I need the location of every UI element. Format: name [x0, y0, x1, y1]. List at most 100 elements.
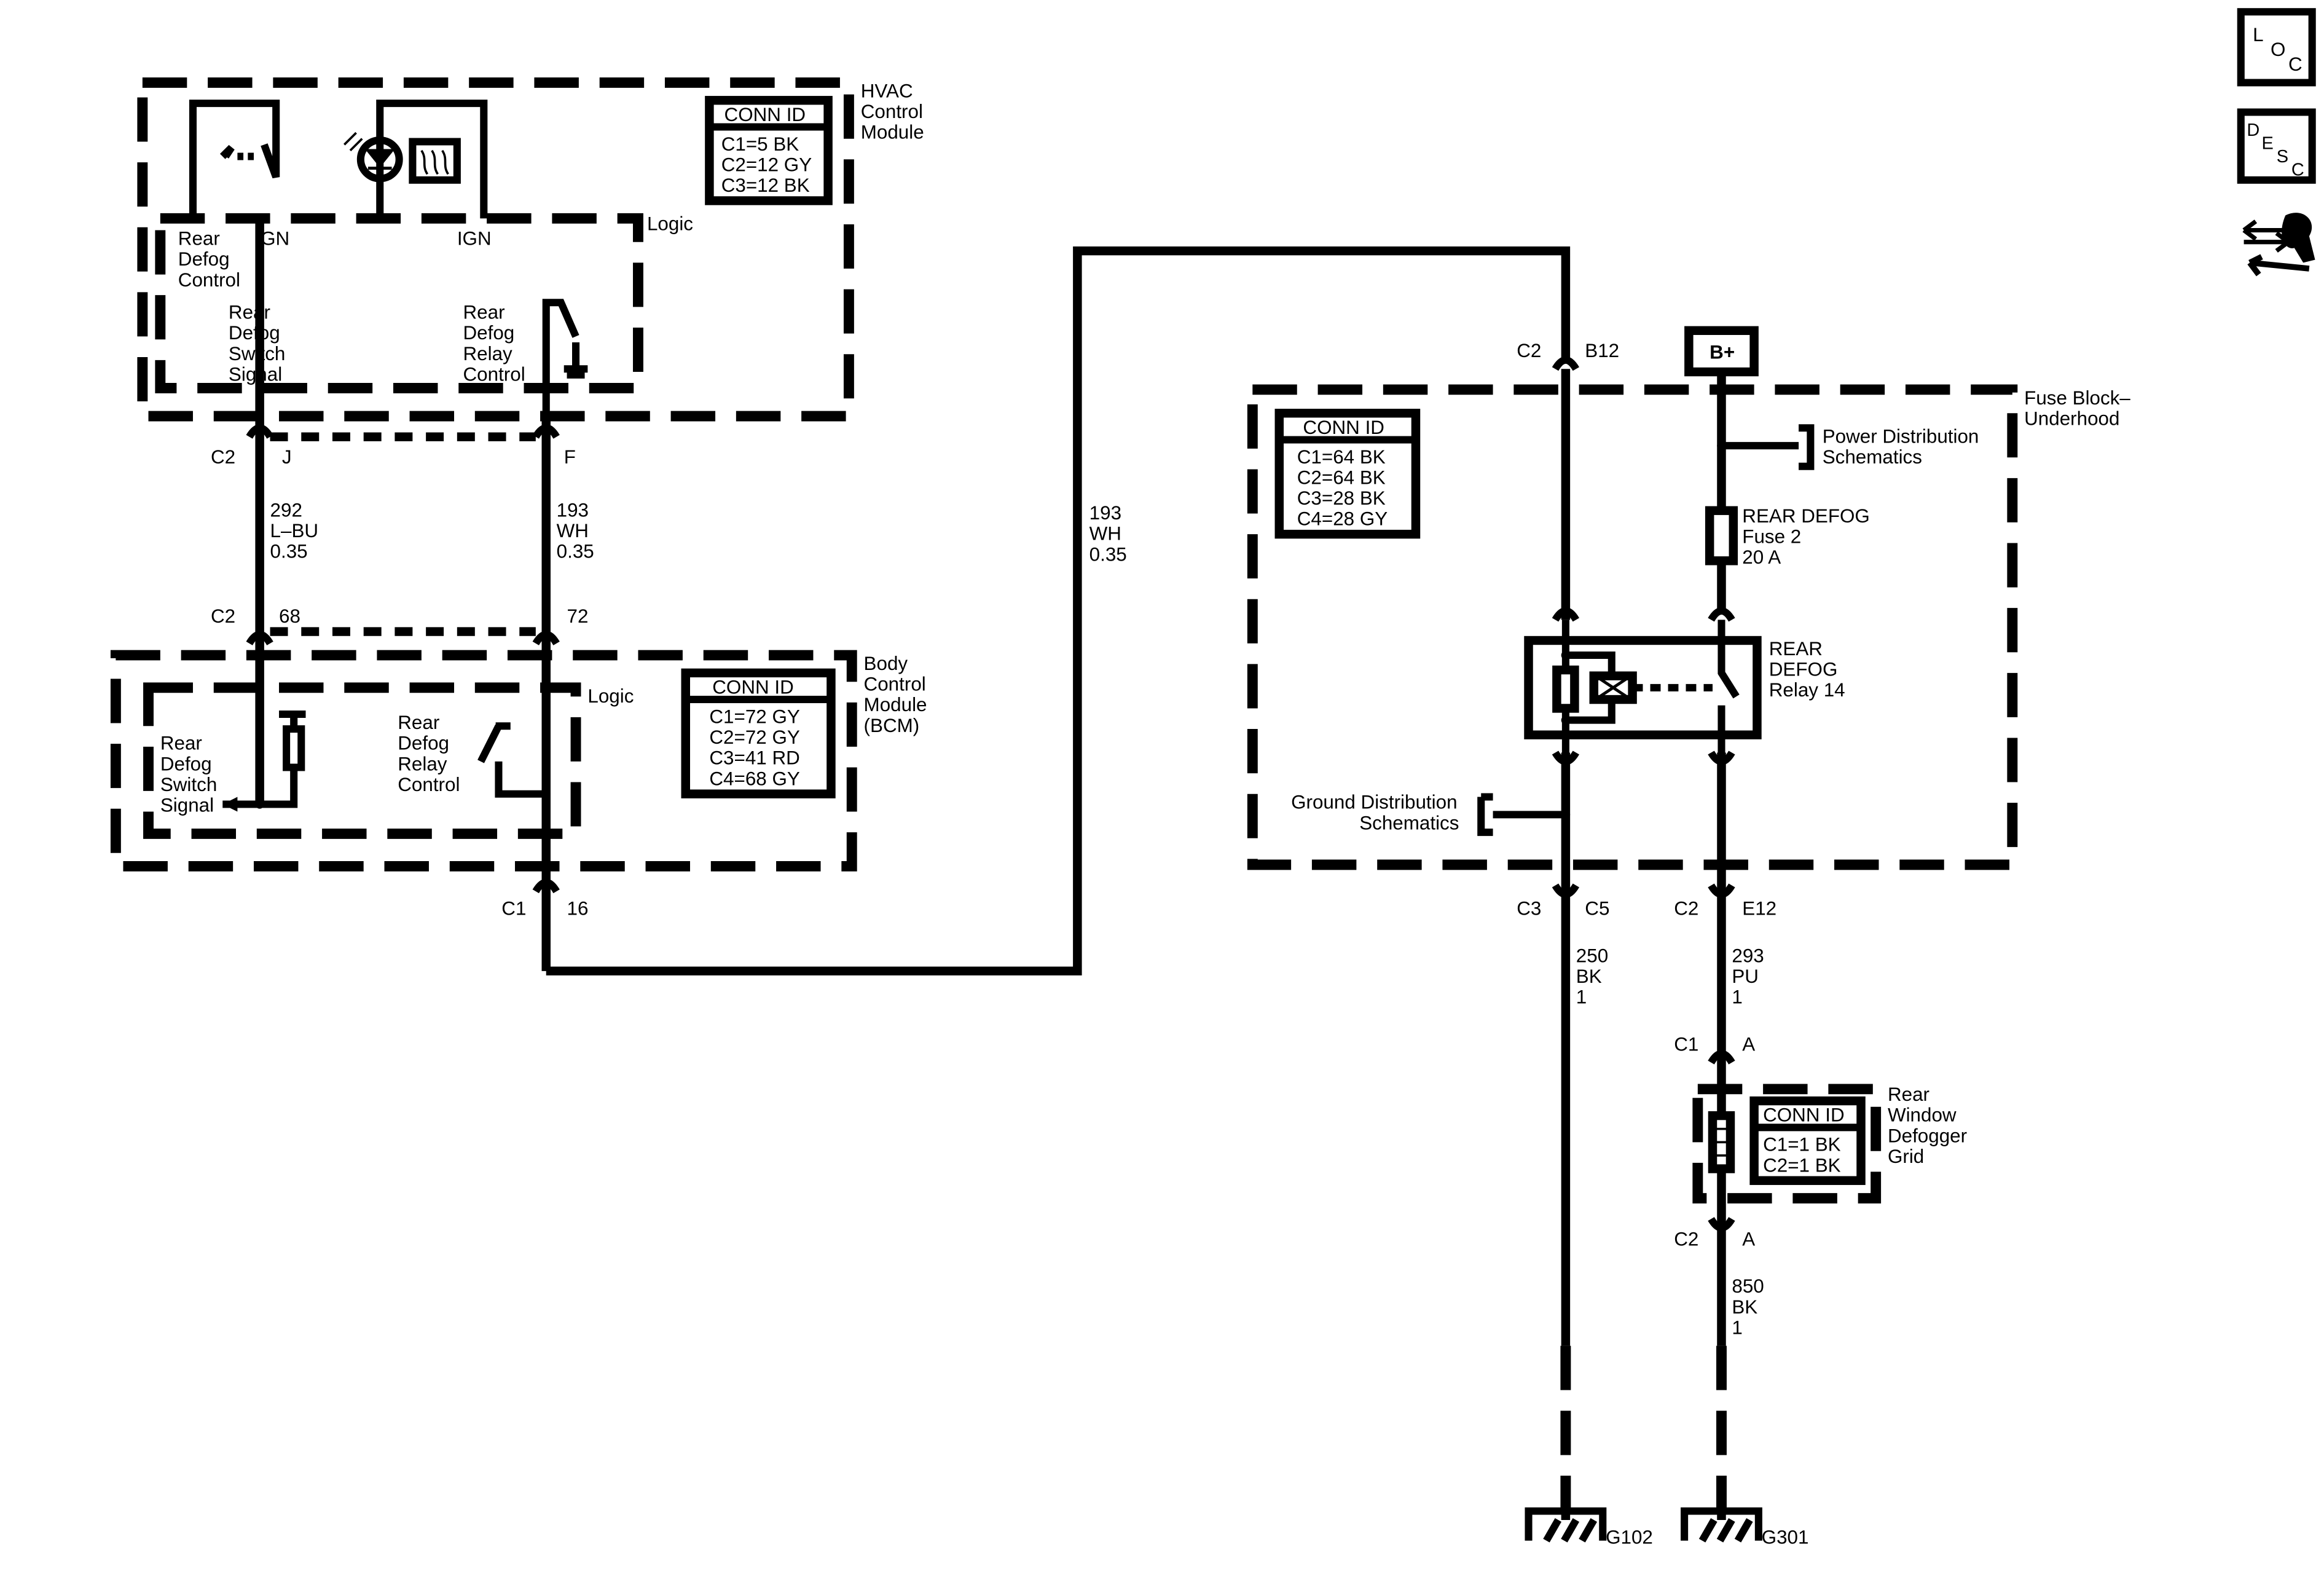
- rear-defog-relay: REAR DEFOG Relay 14: [1524, 607, 1845, 765]
- svg-text:BK: BK: [1732, 1296, 1757, 1318]
- hvac-label-line1: HVAC: [861, 81, 913, 102]
- svg-text:20 A: 20 A: [1742, 546, 1781, 568]
- svg-text:Schematics: Schematics: [1823, 446, 1922, 468]
- svg-text:Schematics: Schematics: [1359, 812, 1459, 833]
- svg-text:850: 850: [1732, 1275, 1764, 1297]
- grid-conn-id-table: CONN ID C1=1 BK C2=1 BK: [1749, 1096, 1866, 1185]
- svg-text:72: 72: [567, 605, 589, 627]
- svg-text:C3=41 RD: C3=41 RD: [709, 747, 799, 769]
- wire-193-wh-upper: F 193 WH 0.35: [532, 416, 594, 971]
- svg-text:Body: Body: [864, 653, 908, 674]
- battery-positive-label: B+: [1684, 326, 1759, 377]
- svg-text:Defog: Defog: [160, 753, 212, 774]
- svg-text:Rear: Rear: [463, 302, 505, 323]
- svg-text:D: D: [2247, 120, 2259, 140]
- svg-text:C2: C2: [1674, 898, 1698, 919]
- svg-text:L: L: [2253, 24, 2263, 45]
- svg-text:C2: C2: [1517, 340, 1541, 361]
- svg-text:C4=68 GY: C4=68 GY: [709, 768, 800, 789]
- svg-text:Module: Module: [864, 694, 927, 715]
- svg-text:E12: E12: [1742, 898, 1776, 919]
- svg-text:Relay: Relay: [463, 343, 513, 364]
- svg-text:C1=72 GY: C1=72 GY: [709, 706, 800, 728]
- svg-text:F: F: [564, 446, 576, 468]
- svg-text:1: 1: [1732, 1317, 1742, 1339]
- svg-text:IGN: IGN: [457, 228, 492, 250]
- svg-text:1: 1: [1576, 986, 1587, 1008]
- svg-text:CONN ID: CONN ID: [712, 677, 794, 698]
- svg-text:CONN ID: CONN ID: [1763, 1105, 1845, 1126]
- hvac-control-module: HVAC Control Module Logic Rear Defog Con…: [137, 77, 924, 422]
- hvac-conn-id-table: CONN ID C1=5 BK C2=12 GY C3=12 BK: [705, 96, 833, 205]
- svg-text:Control: Control: [864, 674, 926, 695]
- wire-850-bk: 850 BK 1: [1732, 1275, 1764, 1338]
- svg-text:C3=12 BK: C3=12 BK: [721, 175, 810, 196]
- svg-text:BK: BK: [1576, 966, 1602, 987]
- wire-250-bk: 250 BK 1: [1576, 945, 1608, 1007]
- svg-text:A: A: [1742, 1228, 1755, 1250]
- svg-text:Logic: Logic: [587, 685, 634, 707]
- rear-window-defogger-grid: C1 A CONN ID C1=1 BK C2=1 BK Rear Window…: [1674, 1034, 1967, 1250]
- svg-text:Ground Distribution: Ground Distribution: [1291, 792, 1457, 813]
- svg-text:Signal: Signal: [160, 795, 214, 816]
- svg-text:68: 68: [279, 605, 300, 627]
- svg-text:292: 292: [270, 499, 302, 521]
- svg-text:0.35: 0.35: [1089, 543, 1127, 565]
- svg-text:C1: C1: [1674, 1034, 1698, 1055]
- svg-text:C1=5 BK: C1=5 BK: [721, 133, 799, 155]
- svg-text:REAR: REAR: [1769, 638, 1823, 660]
- svg-text:B+: B+: [1710, 342, 1735, 363]
- svg-text:250: 250: [1576, 945, 1608, 966]
- svg-text:Fuse Block–: Fuse Block–: [2024, 387, 2130, 409]
- svg-text:Rear: Rear: [160, 733, 202, 754]
- svg-text:C1=64 BK: C1=64 BK: [1297, 446, 1386, 468]
- svg-text:REAR DEFOG: REAR DEFOG: [1742, 505, 1870, 527]
- svg-text:C3: C3: [1517, 898, 1541, 919]
- svg-text:C2: C2: [1674, 1228, 1698, 1250]
- svg-text:C2: C2: [211, 605, 235, 627]
- svg-text:0.35: 0.35: [270, 541, 308, 562]
- svg-text:C3=28 BK: C3=28 BK: [1297, 487, 1386, 509]
- svg-text:Rear: Rear: [178, 228, 220, 250]
- hvac-label-line3: Module: [861, 122, 924, 143]
- wire-193-wh-lower: 193 WH 0.35: [546, 246, 1571, 976]
- loc-icon[interactable]: L O C: [2237, 8, 2316, 87]
- svg-text:S: S: [2277, 147, 2288, 167]
- svg-text:Defogger: Defogger: [1888, 1125, 1967, 1146]
- wire-292-l-bu: C2 J 292 L–BU 0.35: [211, 218, 319, 805]
- hvac-label-line2: Control: [861, 101, 923, 122]
- svg-text:0.35: 0.35: [557, 541, 594, 562]
- svg-text:C2=1 BK: C2=1 BK: [1763, 1154, 1841, 1176]
- svg-text:L–BU: L–BU: [270, 520, 319, 541]
- svg-text:C2=72 GY: C2=72 GY: [709, 726, 800, 748]
- svg-text:Power Distribution: Power Distribution: [1823, 425, 1979, 447]
- svg-text:O: O: [2271, 39, 2285, 60]
- svg-text:C5: C5: [1585, 898, 1609, 919]
- svg-text:DEFOG: DEFOG: [1769, 659, 1838, 680]
- svg-text:Control: Control: [463, 364, 525, 385]
- fuse-block-underhood: Fuse Block– Underhood C2 B12 B+ Power Di…: [1247, 326, 2130, 1520]
- svg-text:1: 1: [1732, 986, 1742, 1008]
- hvac-logic-label: Logic: [647, 213, 693, 235]
- svg-text:C1=1 BK: C1=1 BK: [1763, 1134, 1841, 1156]
- svg-text:Defog: Defog: [463, 322, 515, 344]
- svg-text:WH: WH: [557, 520, 589, 541]
- wrench-arrows-icon[interactable]: [2242, 213, 2315, 277]
- body-control-module: C2 68 72 Body Control Module (BCM) Logic…: [110, 605, 927, 919]
- svg-text:E: E: [2262, 134, 2274, 154]
- svg-text:16: 16: [567, 898, 589, 919]
- svg-text:Relay: Relay: [398, 753, 447, 774]
- svg-text:CONN ID: CONN ID: [724, 104, 806, 125]
- svg-text:C1: C1: [501, 898, 526, 919]
- desc-icon[interactable]: D E S C: [2237, 108, 2316, 184]
- svg-text:Relay 14: Relay 14: [1769, 679, 1845, 701]
- svg-text:WH: WH: [1089, 523, 1121, 545]
- svg-text:PU: PU: [1732, 966, 1759, 987]
- svg-text:Rear: Rear: [398, 712, 439, 733]
- svg-text:C2: C2: [211, 446, 235, 468]
- svg-text:193: 193: [1089, 502, 1121, 524]
- svg-text:C: C: [2288, 53, 2302, 75]
- svg-text:Window: Window: [1888, 1105, 1957, 1126]
- svg-text:Control: Control: [398, 774, 460, 795]
